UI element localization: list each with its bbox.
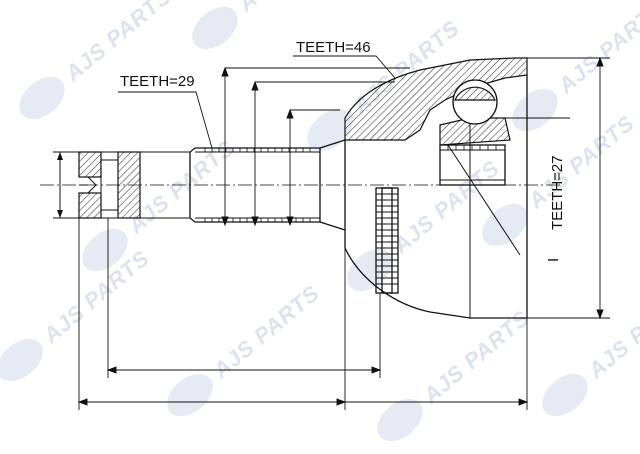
abs-tone-ring: [375, 187, 399, 294]
nut-body-right: [117, 151, 141, 219]
watermark-logo: AJS PARTS: [19, 0, 176, 120]
watermark-logo: AJS PARTS: [377, 305, 535, 442]
nut-height-dimension: [53, 151, 79, 219]
watermark-logo: AJS PARTS: [347, 155, 504, 292]
top-dimension-lines: [221, 66, 410, 227]
label-leaders: [118, 55, 396, 149]
shaft-end-nut: [78, 151, 190, 219]
bell-shell-upper-section: [344, 57, 528, 141]
teeth-outer-label: TEETH=46: [296, 39, 371, 56]
outer-bell-housing: [344, 57, 528, 319]
watermark-text: AJS PARTS: [553, 0, 640, 99]
bottom-dimension-lines: [77, 218, 529, 410]
watermark-text: AJS PARTS: [583, 280, 640, 384]
nut-hatched-lower: [78, 192, 102, 219]
teeth-shaft-label: TEETH=29: [120, 73, 195, 90]
watermark-logo: AJS PARTS: [542, 280, 640, 417]
nut-hatched-upper: [78, 151, 102, 178]
watermark-logo: AJS PARTS: [0, 245, 154, 382]
teeth-inner-label: TEETH=27: [549, 155, 566, 230]
watermark-text: AJS PARTS: [418, 305, 535, 409]
section-mark-label: I: [545, 258, 562, 262]
watermark-text: AJS PARTS: [233, 0, 350, 17]
right-height-dimension: [505, 56, 610, 320]
watermark-logo: AJS PARTS: [167, 280, 325, 417]
watermark-text: AJS PARTS: [208, 280, 325, 384]
